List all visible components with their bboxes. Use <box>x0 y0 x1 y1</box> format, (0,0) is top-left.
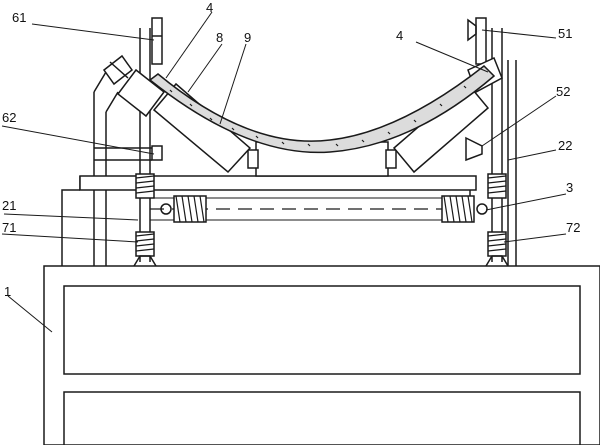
base-inner-upper <box>63 285 581 375</box>
label-22: 22 <box>558 138 572 153</box>
leader-21 <box>3 213 139 221</box>
leader-3 <box>485 193 567 211</box>
left-sensor-62 <box>151 145 163 161</box>
label-4-left: 4 <box>206 0 213 15</box>
label-21: 21 <box>2 198 16 213</box>
label-8: 8 <box>216 30 223 45</box>
leader-4-left <box>165 11 213 79</box>
leader-22 <box>507 149 557 161</box>
conveyor-belt-8 <box>148 64 496 154</box>
leader-61 <box>31 23 155 41</box>
label-71: 71 <box>2 220 16 235</box>
right-sensor-52 <box>465 136 483 162</box>
leader-lines <box>1 11 567 333</box>
label-72: 72 <box>566 220 580 235</box>
tension-axis <box>150 195 488 223</box>
left-upper-spring <box>135 173 155 199</box>
left-roller-bearing <box>116 68 166 118</box>
left-inclined-roller-9 <box>102 54 252 174</box>
left-vertical-rod <box>133 17 163 267</box>
leader-62 <box>1 125 155 155</box>
label-3: 3 <box>566 180 573 195</box>
right-top-post <box>475 17 487 65</box>
leader-51 <box>481 29 557 39</box>
leader-4-right <box>415 41 489 73</box>
base-inner-lower <box>63 391 581 445</box>
label-62: 62 <box>2 110 16 125</box>
leader-8 <box>187 43 223 93</box>
label-61: 61 <box>12 10 26 25</box>
part-labels: 61 4 8 9 4 51 62 52 22 21 3 71 72 1 <box>2 0 580 299</box>
leader-1 <box>7 295 53 333</box>
left-bracket-outline <box>61 189 80 266</box>
right-horizontal-spring <box>441 195 488 223</box>
label-1: 1 <box>4 284 11 299</box>
leader-52 <box>481 95 557 147</box>
label-4-right: 4 <box>396 28 403 43</box>
left-lower-spring-71 <box>133 231 157 267</box>
right-upper-spring <box>487 173 507 199</box>
leader-9 <box>219 43 247 125</box>
right-top-sensor-51 <box>467 18 477 42</box>
label-51: 51 <box>558 26 572 41</box>
left-horizontal-spring <box>160 195 207 223</box>
label-9: 9 <box>244 30 251 45</box>
leader-71 <box>1 233 139 243</box>
leader-72 <box>503 233 567 243</box>
label-52: 52 <box>556 84 570 99</box>
left-top-post-61 <box>151 17 163 65</box>
right-lower-spring-72 <box>485 231 509 267</box>
base-frame <box>43 265 600 445</box>
